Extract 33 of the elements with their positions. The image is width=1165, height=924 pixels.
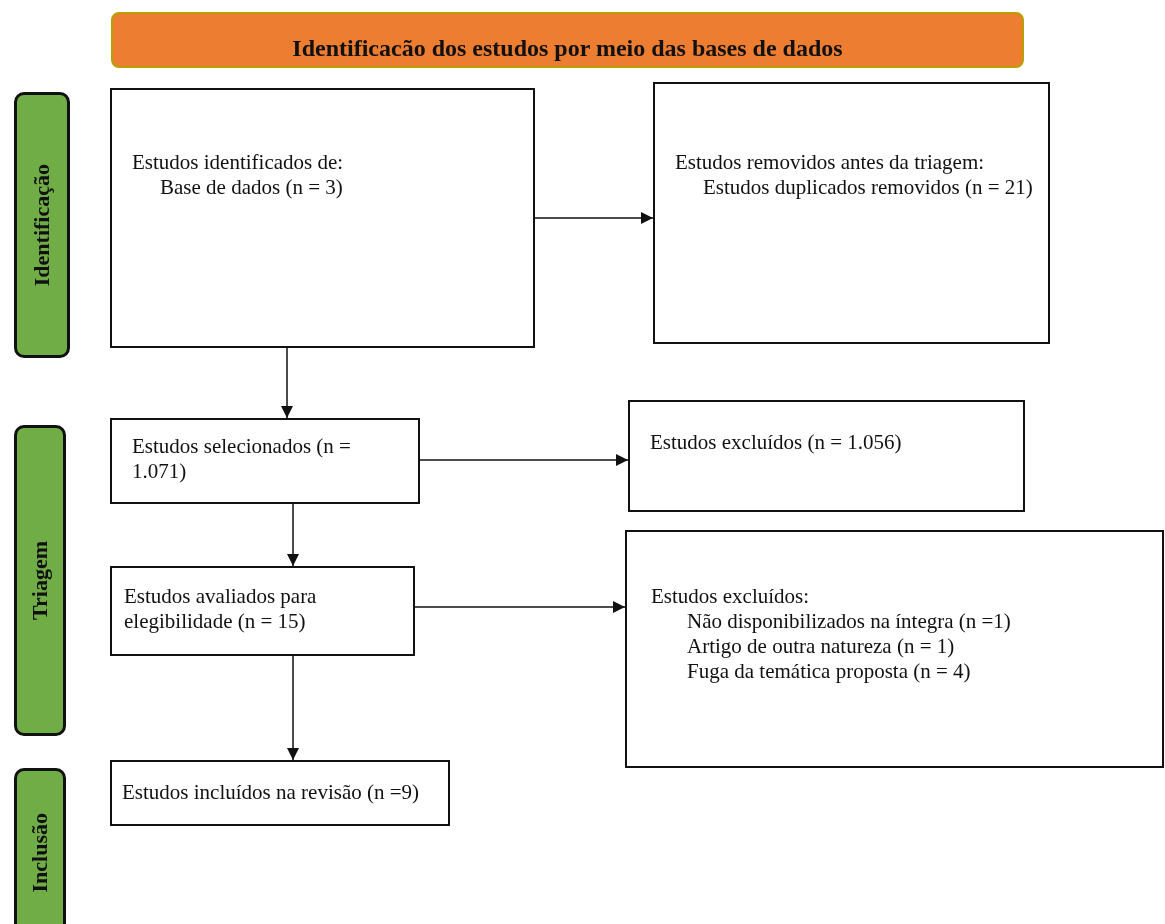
box-text: Artigo de outra natureza (n = 1) <box>687 634 956 659</box>
box-text: Estudos removidos antes da triagem: <box>675 150 986 175</box>
process-box <box>110 88 535 348</box>
arrow <box>281 347 293 419</box>
arrow <box>287 655 299 761</box>
box-text: Estudos avaliados para elegibilidade (n = 15) <box>124 584 318 634</box>
box-text: Base de dados (n = 3) <box>160 175 344 200</box>
box-text: Fuga da temática proposta (n = 4) <box>687 659 972 684</box>
box-text: Estudos identificados de: <box>132 150 345 175</box>
title-banner <box>111 12 1024 68</box>
box-text: Não disponibilizados na íntegra (n =1) <box>687 609 1012 634</box>
phase-label: Inclusão <box>27 813 53 893</box>
box-text: Estudos selecionados (n = 1.071) <box>132 434 352 484</box>
arrow <box>419 454 629 466</box>
process-box <box>625 530 1164 768</box>
phase-band <box>14 92 70 358</box>
arrow <box>287 503 299 567</box>
process-box <box>110 566 415 656</box>
arrow <box>414 601 626 613</box>
phase-label: Identificação <box>29 163 55 287</box>
phase-band <box>14 768 66 924</box>
banner-title: Identificacão dos estudos por meio das bases de dados <box>292 35 843 62</box>
process-box <box>110 760 450 826</box>
phase-band <box>14 425 66 736</box>
box-text: Estudos excluídos: <box>651 584 811 609</box>
box-text: Estudos excluídos (n = 1.056) <box>650 430 903 455</box>
arrow <box>534 212 654 224</box>
process-box <box>653 82 1050 344</box>
phase-label: Triagem <box>27 541 53 620</box>
box-text: Estudos duplicados removidos (n = 21) <box>703 175 1034 200</box>
box-text: Estudos incluídos na revisão (n =9) <box>122 780 421 805</box>
process-box <box>110 418 420 504</box>
process-box <box>628 400 1025 512</box>
